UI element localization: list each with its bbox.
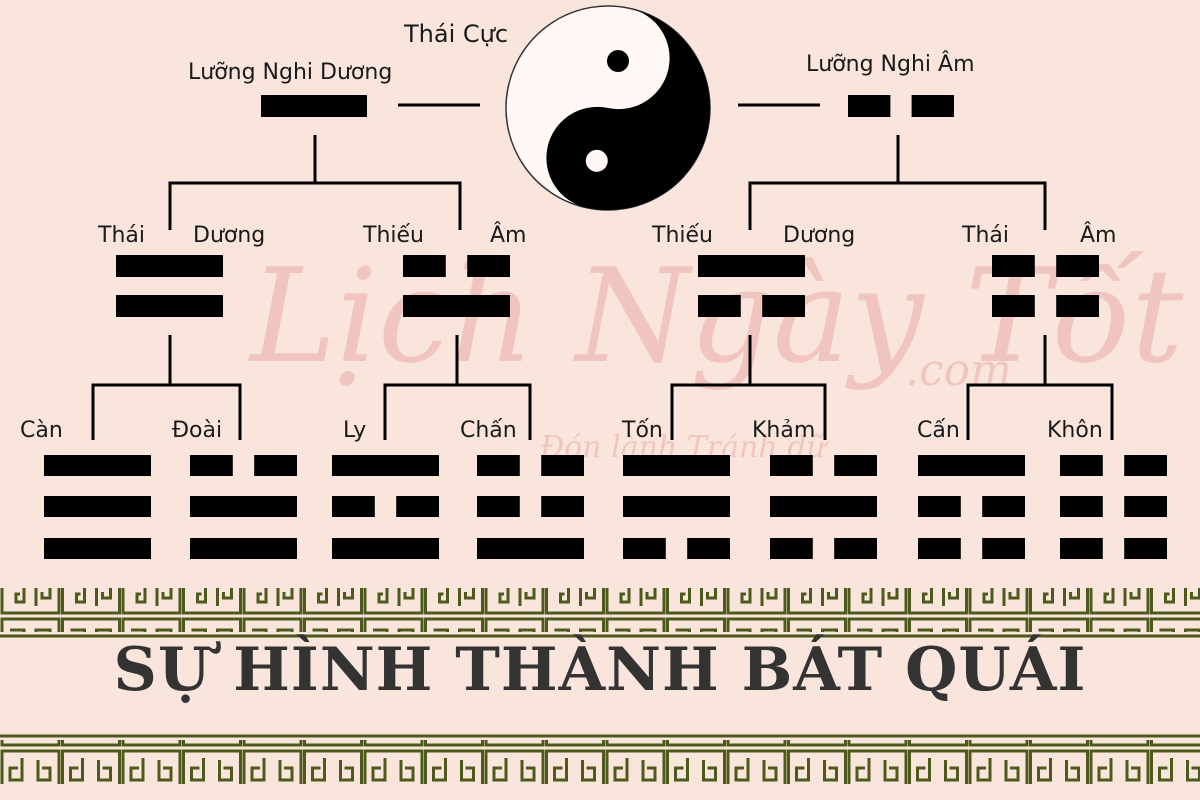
trigram-solid-line	[190, 496, 297, 517]
level1-label-duong: Lưỡng Nghi Dương	[188, 60, 393, 85]
trigram-label-kham: Khảm	[752, 418, 816, 443]
branch	[168, 181, 462, 230]
trigram-solid-line	[623, 455, 730, 476]
branch	[670, 383, 827, 440]
yin-yang-icon	[505, 5, 711, 211]
top-border	[0, 588, 1200, 638]
trigram-broken-line	[477, 455, 520, 476]
trigram-broken-line	[770, 538, 813, 559]
bigram-broken-line	[992, 295, 1035, 317]
trigram-broken-line	[982, 496, 1025, 517]
thai-am-label-a: Thái	[962, 223, 1009, 248]
bigram-solid-line	[403, 295, 510, 317]
bigram-broken-line	[698, 295, 741, 317]
thai-duong-label-a: Thái	[98, 223, 145, 248]
bigram-broken-line	[762, 295, 805, 317]
bigram-broken-line	[467, 255, 510, 277]
monogram-broken-line	[848, 95, 891, 117]
trigram-label-khon: Khôn	[1047, 418, 1103, 443]
trigram-broken-line	[254, 455, 297, 476]
trigram-solid-line	[332, 538, 439, 559]
bigram-broken-line	[1056, 295, 1099, 317]
trigram-solid-line	[918, 455, 1025, 476]
trigram-broken-line	[623, 538, 666, 559]
trigram-broken-line	[918, 538, 961, 559]
trigram-label-can: Càn	[20, 418, 63, 443]
page-title: SỰ HÌNH THÀNH BÁT QUÁI	[113, 635, 1087, 705]
trigram-broken-line	[1060, 538, 1103, 559]
trigram-solid-line	[623, 496, 730, 517]
trigram-solid-line	[44, 538, 151, 559]
branch	[966, 383, 1114, 440]
trigram-broken-line	[687, 538, 730, 559]
bigram-broken-line	[403, 255, 446, 277]
branch	[91, 383, 242, 440]
trigram-broken-line	[1060, 496, 1103, 517]
thai-duong-label-b: Dương	[193, 223, 266, 248]
trigram-broken-line	[834, 455, 877, 476]
trigram-solid-line	[44, 496, 151, 517]
trigram-broken-line	[541, 496, 584, 517]
trigram-solid-line	[190, 538, 297, 559]
trigram-broken-line	[982, 538, 1025, 559]
bottom-border	[0, 734, 1200, 784]
trigram-label-ton: Tốn	[622, 418, 663, 443]
trigram-label-doai: Đoài	[172, 418, 223, 443]
trigram-broken-line	[1060, 455, 1103, 476]
bigram-broken-line	[1056, 255, 1099, 277]
branch	[383, 383, 532, 440]
watermark-domain: .com	[905, 345, 1012, 396]
thieu-am-label-a: Thiếu	[363, 223, 424, 248]
trigram-broken-line	[541, 455, 584, 476]
taiji-label: Thái Cực	[404, 20, 509, 48]
trigram-broken-line	[1124, 538, 1167, 559]
monogram-solid-line	[261, 95, 367, 117]
level1-label-am: Lưỡng Nghi Âm	[806, 52, 975, 77]
trigram-solid-line	[44, 455, 151, 476]
trigram-label-ly: Ly	[343, 418, 367, 443]
bigram-solid-line	[116, 295, 223, 317]
trigram-broken-line	[477, 496, 520, 517]
monogram-broken-line	[911, 95, 954, 117]
trigram-broken-line	[918, 496, 961, 517]
trigram-label-can-mountain: Cấn	[917, 418, 960, 443]
trigram-broken-line	[190, 455, 233, 476]
trigram-solid-line	[770, 496, 877, 517]
trigram-broken-line	[396, 496, 439, 517]
thieu-am-label-b: Âm	[490, 223, 527, 248]
tree-connectors	[91, 103, 1114, 440]
yao-lines	[44, 95, 1167, 559]
bigram-solid-line	[698, 255, 805, 277]
trigram-broken-line	[834, 538, 877, 559]
trigram-label-chan: Chấn	[460, 418, 517, 443]
trigram-broken-line	[332, 496, 375, 517]
branch	[748, 181, 1047, 230]
bigram-solid-line	[116, 255, 223, 277]
trigram-broken-line	[1124, 496, 1167, 517]
thieu-duong-label-b: Dương	[783, 223, 856, 248]
thai-am-label-b: Âm	[1080, 223, 1117, 248]
bigram-broken-line	[992, 255, 1035, 277]
thieu-duong-label-a: Thiếu	[652, 223, 713, 248]
trigram-solid-line	[477, 538, 584, 559]
trigram-broken-line	[770, 455, 813, 476]
trigram-broken-line	[1124, 455, 1167, 476]
trigram-solid-line	[332, 455, 439, 476]
